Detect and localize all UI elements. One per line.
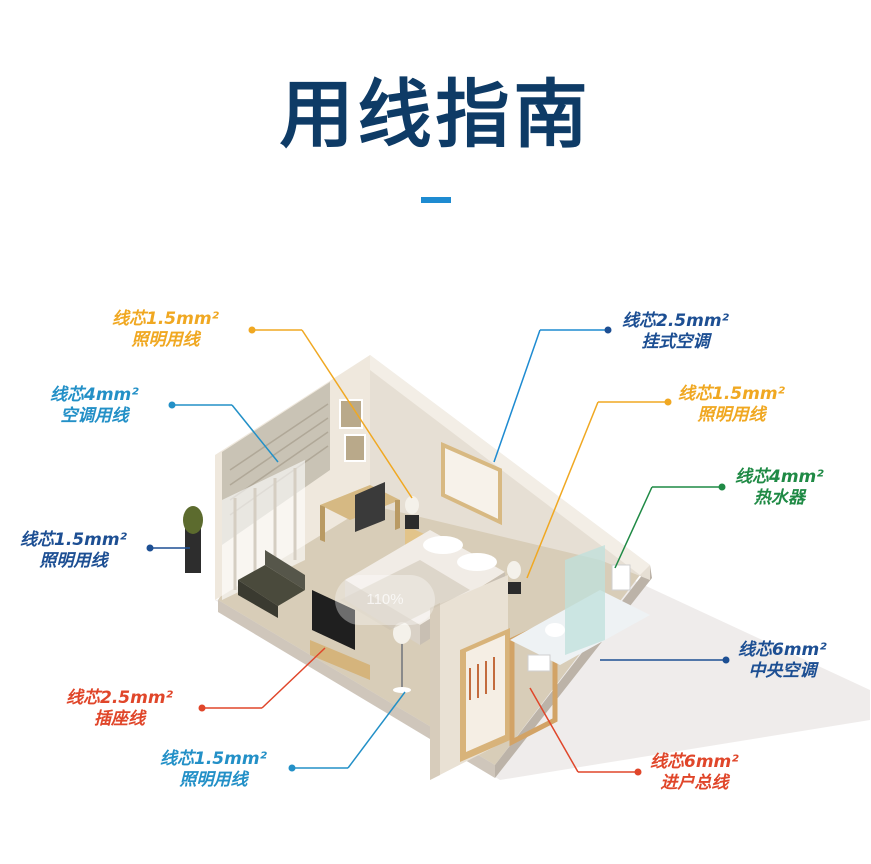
leader-aircon-4mm: [168, 401, 279, 463]
callout-usage: 照明用线: [39, 551, 108, 571]
callout-light-right: 线芯1.5mm² 照明用线: [678, 384, 785, 426]
callout-spec: 线芯1.5mm²: [20, 530, 127, 550]
callout-spec: 线芯4mm²: [50, 385, 139, 405]
rug: [340, 560, 470, 630]
leader-light-left: [146, 544, 190, 552]
sofa-seat: [238, 565, 305, 606]
callout-mainline: 线芯6mm² 进户总线: [650, 752, 739, 794]
callout-spec: 线芯1.5mm²: [678, 384, 785, 404]
desk-chair: [355, 482, 385, 532]
callout-spec: 线芯1.5mm²: [112, 309, 219, 329]
back-wall-top: [370, 355, 650, 575]
tv-stand: [310, 640, 370, 680]
callout-socket: 线芯2.5mm² 插座线: [66, 688, 173, 730]
toilet: [545, 623, 565, 637]
plant-leaves: [183, 506, 203, 534]
callout-usage: 中央空调: [748, 661, 817, 681]
callout-aircon-wall: 线芯2.5mm² 挂式空调: [622, 311, 729, 353]
callout-light-bottom: 线芯1.5mm² 照明用线: [160, 749, 267, 791]
callout-light-left: 线芯1.5mm² 照明用线: [20, 530, 127, 572]
callout-spec: 线芯4mm²: [735, 467, 824, 487]
callout-usage: 挂式空调: [641, 332, 710, 352]
zoom-watermark: 110%: [335, 575, 435, 625]
wall-painting: [441, 441, 502, 526]
pillow-2: [457, 553, 497, 571]
callout-spec: 线芯6mm²: [738, 640, 827, 660]
balcony-bars: [233, 468, 297, 590]
base-front-left: [218, 600, 495, 778]
callout-spec: 线芯6mm²: [650, 752, 739, 772]
plant-pot: [185, 525, 201, 573]
callout-usage: 插座线: [94, 709, 145, 729]
lamp-right: [507, 561, 521, 579]
picture-frame-1: [339, 399, 363, 429]
leader-mainline: [529, 687, 642, 776]
leader-light-right: [526, 398, 672, 579]
leader-socket: [198, 647, 326, 712]
callout-usage: 照明用线: [697, 405, 766, 425]
floor-lamp-shade: [393, 622, 411, 644]
callout-spec: 线芯1.5mm²: [160, 749, 267, 769]
wardrobe-hangers: [469, 657, 495, 700]
shower-glass: [565, 545, 605, 655]
callout-aircon-4mm: 线芯4mm² 空调用线: [50, 385, 139, 427]
callout-usage: 照明用线: [179, 770, 248, 790]
tv-screen: [312, 590, 355, 650]
pillow-1: [423, 536, 463, 554]
callout-usage: 空调用线: [60, 406, 129, 426]
callout-spec: 线芯2.5mm²: [66, 688, 173, 708]
sofa-base: [238, 580, 278, 618]
floor-lamp-base: [393, 687, 411, 693]
page-title: 用线指南: [279, 72, 592, 158]
nightstand-left: [405, 515, 419, 529]
sofa-back: [265, 550, 305, 590]
callout-usage: 照明用线: [131, 330, 200, 350]
lamp-left: [405, 496, 419, 514]
nightstand-right: [507, 582, 521, 594]
picture-frame-2: [344, 434, 366, 462]
title-underline-bar: [421, 197, 451, 203]
callout-heater: 线芯4mm² 热水器: [735, 467, 824, 509]
leader-aircon-wall: [493, 326, 612, 463]
callout-spec: 线芯2.5mm²: [622, 311, 729, 331]
sink: [527, 654, 551, 672]
leader-heater: [614, 483, 726, 569]
leader-light-bottom: [288, 691, 406, 772]
leader-central-aircon: [600, 656, 730, 664]
water-heater: [611, 564, 631, 591]
callout-usage: 进户总线: [660, 773, 729, 793]
callout-central-aircon: 线芯6mm² 中央空调: [738, 640, 827, 682]
leader-light-top: [248, 326, 413, 499]
callout-light-top: 线芯1.5mm² 照明用线: [112, 309, 219, 351]
callout-usage: 热水器: [753, 488, 805, 508]
